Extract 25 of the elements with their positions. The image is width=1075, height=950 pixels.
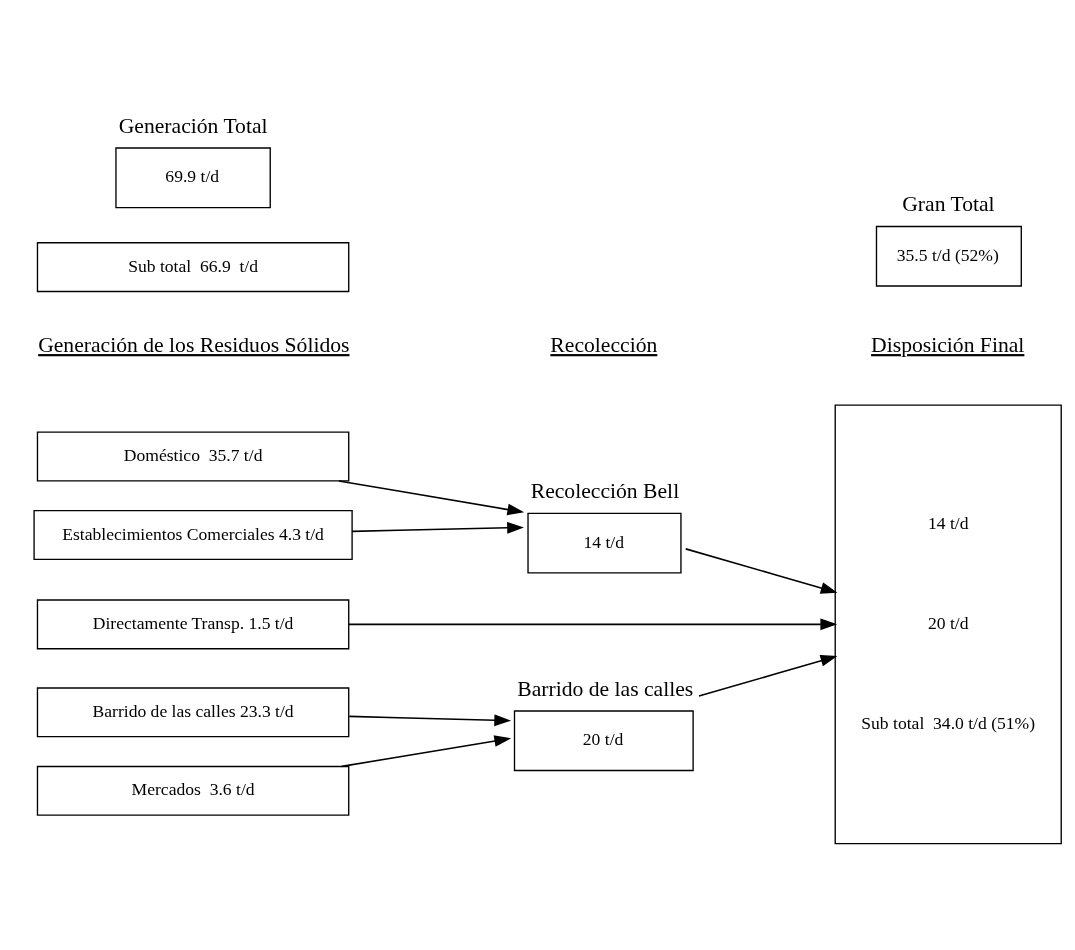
arrow [348,713,512,726]
arrow [684,547,838,594]
node-label: Gran Total [902,191,995,216]
arrow [338,479,525,515]
node-box: Barrido de las calles 23.3 t/d [36,686,350,737]
node-box: 20 t/d [513,709,694,771]
arrow [698,654,838,697]
node-label: Generación Total [118,113,268,138]
node-box: 69.9 t/d [115,146,271,208]
node-box: Directamente Transp. 1.5 t/d [36,598,350,649]
arrow [348,617,838,630]
node-box: 35.5 t/d (52%) [875,225,1022,287]
node-box: Mercados 3.6 t/d [36,765,350,816]
node-box: 14 t/d 20 t/d Sub total 34.0 t/d (51%) [834,403,1062,844]
node-label: Recolección Bell [530,478,680,503]
node-label: Barrido de las calles [517,676,694,701]
node-box: Doméstico 35.7 t/d [36,431,350,482]
node-box: Establecimientos Comerciales 4.3 t/d [33,509,353,560]
node-box: Sub total 66.9 t/d [36,241,350,292]
node-box: 14 t/d [527,512,682,574]
label: Generación de los Residuos Sólidos [38,332,350,357]
arrow [340,734,512,767]
arrow [351,521,524,534]
label: Recolección [550,332,658,357]
label: Disposición Final [871,332,1025,357]
